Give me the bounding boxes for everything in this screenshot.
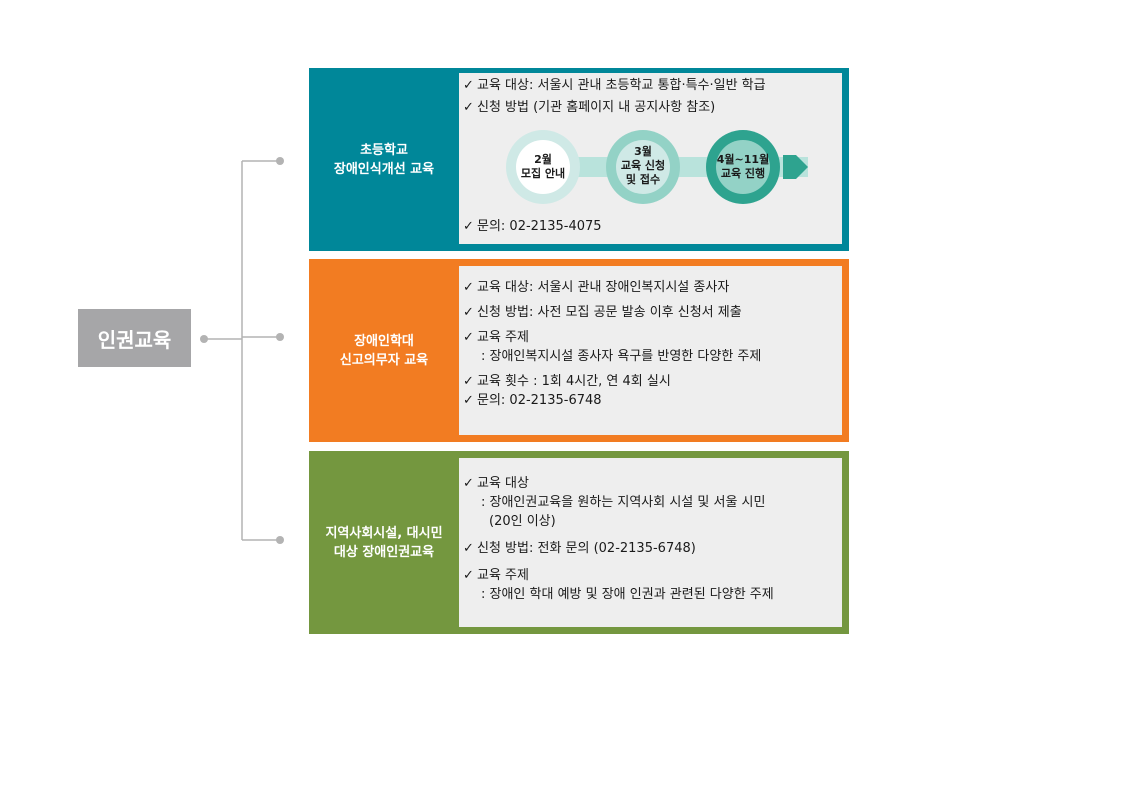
info-item-topic-detail: : 장애인 학대 예방 및 장애 인권과 관련된 다양한 주제: [481, 587, 774, 602]
section-title-line: 신고의무자 교육: [339, 352, 429, 368]
process-step-3: 4월~11월 교육 진행: [716, 153, 770, 180]
process-flow-graphic: [506, 130, 808, 204]
process-flow: 2월 모집 안내 3월 교육 신청 및 접수 4월~11월 교육 진행: [463, 117, 832, 217]
connector-dot-1: [276, 157, 284, 165]
section-title-line: 장애인학대: [354, 333, 414, 349]
section-panel: ✓교육 대상: 서울시 관내 초등학교 통합·특수·일반 학급 ✓신청 방법 (…: [459, 73, 842, 244]
process-step-2: 3월 교육 신청 및 접수: [620, 145, 666, 186]
info-item-topic-detail: : 장애인복지시설 종사자 욕구를 반영한 다양한 주제: [481, 349, 762, 364]
process-step-inner-1: [516, 140, 570, 194]
checkmark-icon: ✓: [463, 78, 474, 93]
checkmark-icon: ✓: [463, 330, 474, 345]
info-item-topic: ✓교육 주제: [463, 568, 529, 583]
section-elementary-school: 초등학교 장애인식개선 교육 ✓교육 대상: 서울시 관내 초등학교 통합·특수…: [309, 68, 849, 251]
info-item-target-detail-2: (20인 이상): [489, 514, 556, 529]
section-title-line: 장애인식개선 교육: [333, 161, 435, 177]
info-item-apply: ✓신청 방법: 사전 모집 공문 발송 이후 신청서 제출: [463, 305, 742, 320]
info-item-apply: ✓신청 방법 (기관 홈페이지 내 공지사항 참조): [463, 100, 716, 115]
process-step-inner-2: [616, 140, 670, 194]
section-panel: ✓교육 대상: 서울시 관내 장애인복지시설 종사자 ✓신청 방법: 사전 모집…: [459, 266, 842, 435]
section-title: 초등학교 장애인식개선 교육: [309, 68, 459, 251]
checkmark-icon: ✓: [463, 541, 474, 556]
process-step-1: 2월 모집 안내: [520, 153, 566, 180]
root-node: 인권교육: [78, 309, 191, 367]
info-item-apply: ✓신청 방법: 전화 문의 (02-2135-6748): [463, 541, 696, 556]
section-community-citizen: 지역사회시설, 대시민 대상 장애인권교육 ✓교육 대상 : 장애인권교육을 원…: [309, 451, 849, 634]
info-item-target: ✓교육 대상: [463, 476, 529, 491]
checkmark-icon: ✓: [463, 393, 474, 408]
section-title: 지역사회시설, 대시민 대상 장애인권교육: [309, 451, 459, 634]
info-item-target: ✓교육 대상: 서울시 관내 장애인복지시설 종사자: [463, 280, 730, 295]
checkmark-icon: ✓: [463, 374, 474, 389]
section-title-line: 대상 장애인권교육: [333, 544, 435, 560]
process-arrow-head: [783, 155, 808, 179]
checkmark-icon: ✓: [463, 476, 474, 491]
section-panel: ✓교육 대상 : 장애인권교육을 원하는 지역사회 시설 및 서울 시민 (20…: [459, 458, 842, 627]
info-item-contact: ✓문의: 02-2135-6748: [463, 393, 602, 408]
section-title-line: 초등학교: [360, 142, 408, 158]
connector-dot-2: [276, 333, 284, 341]
section-abuse-reporter: 장애인학대 신고의무자 교육 ✓교육 대상: 서울시 관내 장애인복지시설 종사…: [309, 259, 849, 442]
process-step-inner-3: [716, 140, 770, 194]
checkmark-icon: ✓: [463, 219, 474, 234]
root-label: 인권교육: [97, 327, 172, 352]
info-item-target: ✓교육 대상: 서울시 관내 초등학교 통합·특수·일반 학급: [463, 78, 766, 93]
checkmark-icon: ✓: [463, 280, 474, 295]
checkmark-icon: ✓: [463, 100, 474, 115]
section-title: 장애인학대 신고의무자 교육: [309, 259, 459, 442]
info-item-topic: ✓교육 주제: [463, 330, 529, 345]
checkmark-icon: ✓: [463, 568, 474, 583]
info-item-target-detail: : 장애인권교육을 원하는 지역사회 시설 및 서울 시민: [481, 495, 766, 510]
checkmark-icon: ✓: [463, 305, 474, 320]
info-item-contact: ✓문의: 02-2135-4075: [463, 219, 602, 234]
section-title-line: 지역사회시설, 대시민: [325, 525, 443, 541]
connector-dot-3: [276, 536, 284, 544]
connector-dot-root: [200, 335, 208, 343]
info-item-count: ✓교육 횟수 : 1회 4시간, 연 4회 실시: [463, 374, 671, 389]
